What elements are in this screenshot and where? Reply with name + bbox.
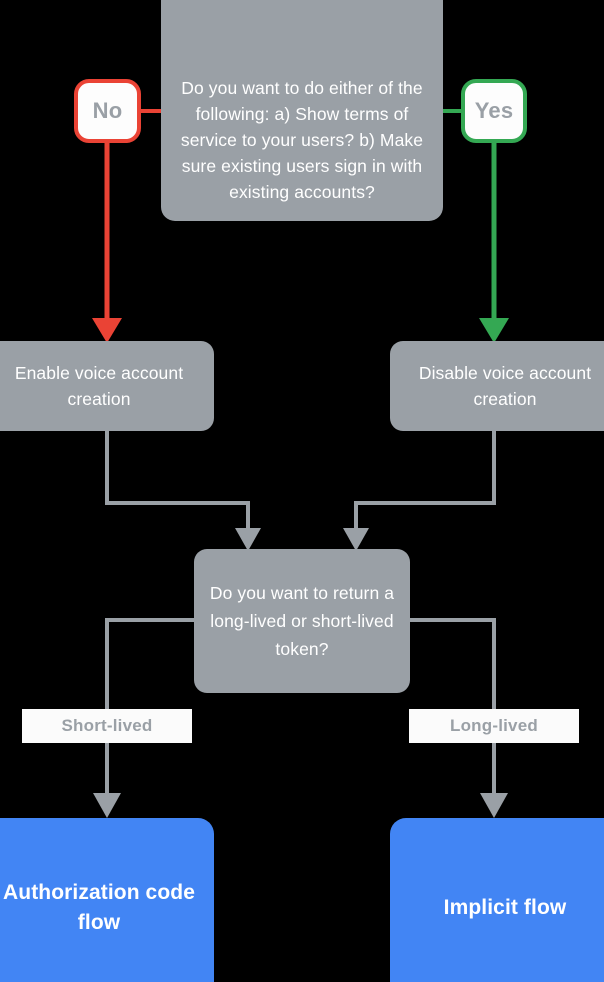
decision-box-token-lifetime: Do you want to return a long-lived or sh… xyxy=(194,549,410,693)
terminal-box-implicit-flow: Implicit flow xyxy=(390,818,604,982)
branch-pill-yes-label: Yes xyxy=(474,98,514,123)
arrowhead-enable-to-token xyxy=(235,528,261,551)
process-box-enable-voice-account-creation: Enable voice account creation xyxy=(0,341,214,431)
process-box-disable-voice-account-creation-label: Disable voice account creation xyxy=(418,363,592,409)
arrowhead-yes-to-disable xyxy=(479,318,509,343)
terminal-box-implicit-flow-label: Implicit flow xyxy=(443,896,567,919)
process-box-enable-voice-account-creation-label: Enable voice account creation xyxy=(14,363,184,409)
arrowhead-disable-to-token xyxy=(343,528,369,551)
edge-enable-to-token xyxy=(105,431,250,530)
branch-pill-yes[interactable]: Yes xyxy=(461,79,527,143)
decision-box-token-lifetime-label: Do you want to return a long-lived or sh… xyxy=(209,583,395,659)
edge-token-to-auth xyxy=(105,618,194,795)
edge-label-short-lived-text: Short-lived xyxy=(61,716,153,735)
edge-label-long-lived-text: Long-lived xyxy=(450,716,538,735)
edge-token-to-implicit xyxy=(410,618,496,795)
arrowhead-no-to-enable xyxy=(92,318,122,343)
branch-pill-no-label: No xyxy=(92,98,123,123)
arrowhead-token-to-auth xyxy=(93,793,121,818)
terminal-box-authorization-code-flow-label: Authorization code flow xyxy=(3,881,195,934)
edge-label-long-lived: Long-lived xyxy=(409,709,579,743)
process-box-disable-voice-account-creation: Disable voice account creation xyxy=(390,341,604,431)
decision-box-terms-or-existing-users: Do you want to do either of the followin… xyxy=(161,0,443,221)
terminal-box-authorization-code-flow: Authorization code flow xyxy=(0,818,214,982)
edge-disable-to-token xyxy=(354,431,496,530)
arrowhead-token-to-implicit xyxy=(480,793,508,818)
branch-pill-no[interactable]: No xyxy=(74,79,141,143)
decision-box-terms-or-existing-users-label: Do you want to do either of the followin… xyxy=(180,78,424,202)
edge-label-short-lived: Short-lived xyxy=(22,709,192,743)
